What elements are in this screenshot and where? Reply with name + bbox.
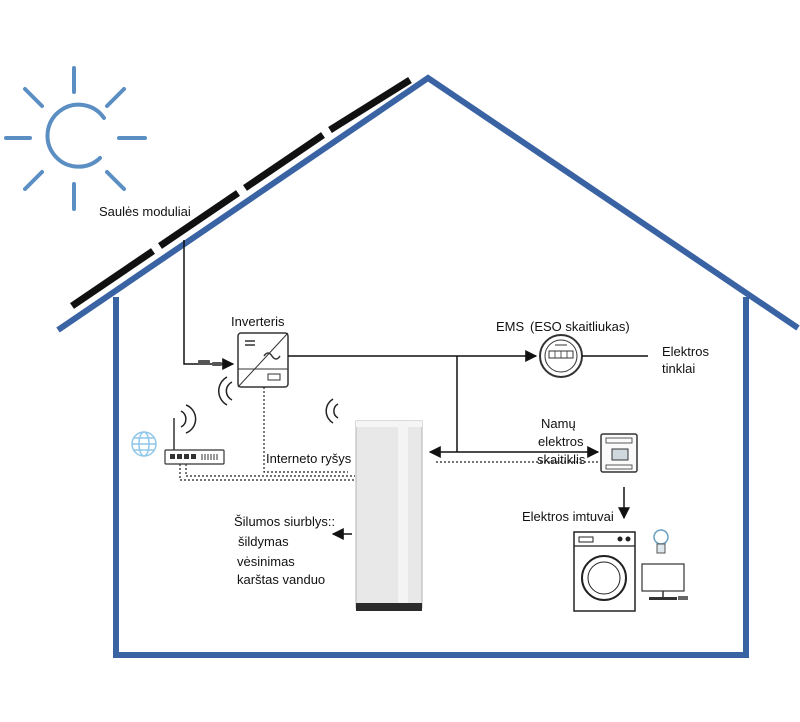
solar-panels: [70, 77, 412, 309]
heat-pump-label-line1: Šilumos siurblys::: [234, 514, 335, 529]
home-meter-label-line3: skaitiklis: [537, 452, 586, 467]
home-meter-label-line1: Namų: [541, 416, 576, 431]
inverter-data-link: [263, 387, 348, 473]
house-roof: [56, 74, 800, 333]
home-meter-label-line2: elektros: [538, 434, 584, 449]
router-wifi-icon: [180, 404, 197, 434]
meter-icon: [539, 334, 583, 378]
ems-label: EMS: [496, 319, 525, 334]
solar-panel: [158, 190, 240, 249]
consumers-label: Elektros imtuvai: [522, 509, 614, 524]
solar-panel: [328, 77, 412, 133]
inverter-icon: [237, 332, 289, 388]
monitor-icon: [641, 563, 688, 600]
grid-label-line2: tinklai: [662, 361, 695, 376]
globe-icon: [131, 431, 157, 457]
house-outline: [56, 74, 800, 658]
panel-to-inverter-wire: [183, 240, 235, 370]
wifi-signal-icon: [218, 376, 233, 406]
data-links: [179, 387, 600, 481]
solar-panel: [70, 248, 155, 309]
router-data-link: [179, 464, 355, 481]
heat-pump-label-line3: vėsinimas: [237, 554, 295, 569]
connector-icon: [198, 360, 222, 366]
sun-icon: [4, 66, 147, 211]
washing-machine-icon: [573, 531, 636, 612]
grid-label-line1: Elektros: [662, 344, 709, 359]
eso-meter-label: (ESO skaitliukas): [530, 319, 630, 334]
router-data-link: [185, 464, 355, 477]
heat-pump-label-line2: šildymas: [238, 534, 289, 549]
heat-pump-label-line4: karštas vanduo: [237, 572, 325, 587]
house-walls: [113, 297, 749, 658]
heat-pump-icon: [355, 420, 423, 611]
internet-label: Interneto ryšys: [266, 451, 352, 466]
light-bulb-icon: [653, 529, 669, 554]
heat-pump-wifi-icon: [325, 398, 339, 424]
inverter-label: Inverteris: [231, 314, 285, 329]
solar-modules-label: Saulės moduliai: [99, 204, 191, 219]
router-icon: [164, 418, 225, 465]
home-meter-icon: [600, 433, 638, 473]
solar-panel: [243, 132, 325, 191]
